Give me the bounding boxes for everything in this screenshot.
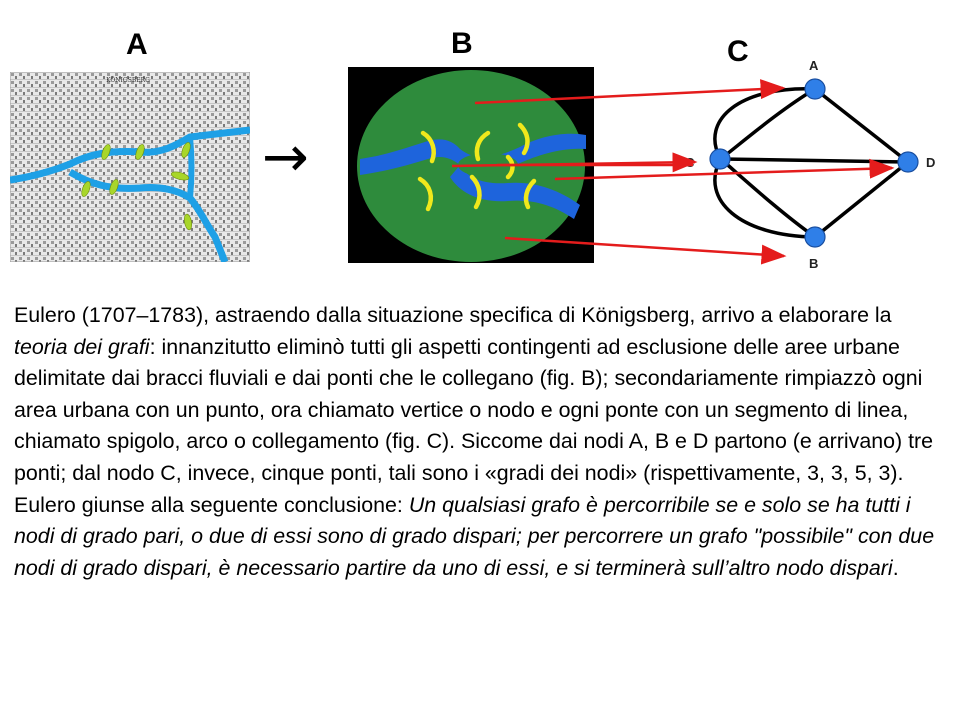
edge-c-b-outer: [713, 159, 816, 239]
node-c: [709, 148, 731, 170]
edge-a-d: [813, 87, 910, 164]
figure-label-a: A: [126, 28, 148, 61]
p2-italic-conclusion: Un qualsiasi grafo è percorribile se e s…: [14, 492, 935, 580]
p1-italic-term: teoria dei grafi: [14, 334, 150, 359]
konigsberg-map: KÖNIGSBERG: [10, 72, 250, 262]
edge-c-a-inner: [720, 87, 816, 160]
bridge-arc-2: [474, 130, 491, 162]
connector-to-d: [554, 158, 895, 181]
river-south-branch: [68, 168, 229, 262]
figure-label-c: C: [727, 35, 749, 68]
bridge-7: [183, 213, 193, 231]
bridge-5: [81, 181, 91, 197]
bridge-6: [109, 179, 119, 195]
node-label-b: B: [809, 256, 818, 271]
graph-edges: [713, 87, 910, 239]
node-label-a: A: [809, 58, 819, 73]
p1-text-b: : innanzitutto eliminò tutti gli aspetti…: [14, 334, 934, 485]
bridge-1: [101, 144, 111, 160]
paragraph-2: Eulero giunse alla seguente conclusione:…: [14, 490, 949, 585]
explanation-text: Eulero (1707–1783), astraendo dalla situ…: [14, 300, 949, 584]
river-lower: [450, 165, 580, 219]
p2-text-a: Eulero giunse alla seguente conclusione:: [14, 492, 409, 517]
node-a: [804, 78, 826, 100]
node-label-c: C: [685, 155, 695, 170]
edge-c-b-inner: [720, 158, 817, 239]
bridge-arc-7: [523, 178, 537, 210]
node-label-d: D: [926, 155, 935, 170]
river-east-branch: [187, 136, 195, 199]
bridge-2: [135, 144, 145, 160]
bridge-4: [170, 171, 190, 181]
bridge-3: [181, 142, 191, 158]
p1-text-a: Eulero (1707–1783), astraendo dalla situ…: [14, 303, 892, 327]
edge-c-d: [721, 157, 909, 164]
figure-label-b: B: [451, 27, 473, 60]
bridge-arc-1: [420, 130, 436, 164]
bridge-arc-6: [469, 174, 482, 210]
node-d: [897, 151, 919, 173]
node-b: [804, 226, 826, 248]
bridge-arc-5: [417, 176, 433, 212]
map-caption: KÖNIGSBERG: [106, 77, 150, 84]
transform-arrow: →: [262, 125, 309, 190]
abstract-land-figure: [348, 67, 594, 263]
bridge-arc-3: [517, 122, 530, 156]
edge-c-a-outer: [713, 87, 816, 159]
paragraph-1: Eulero (1707–1783), astraendo dalla situ…: [14, 300, 949, 490]
edge-b-d: [813, 160, 910, 239]
p2-text-b: .: [892, 555, 899, 580]
